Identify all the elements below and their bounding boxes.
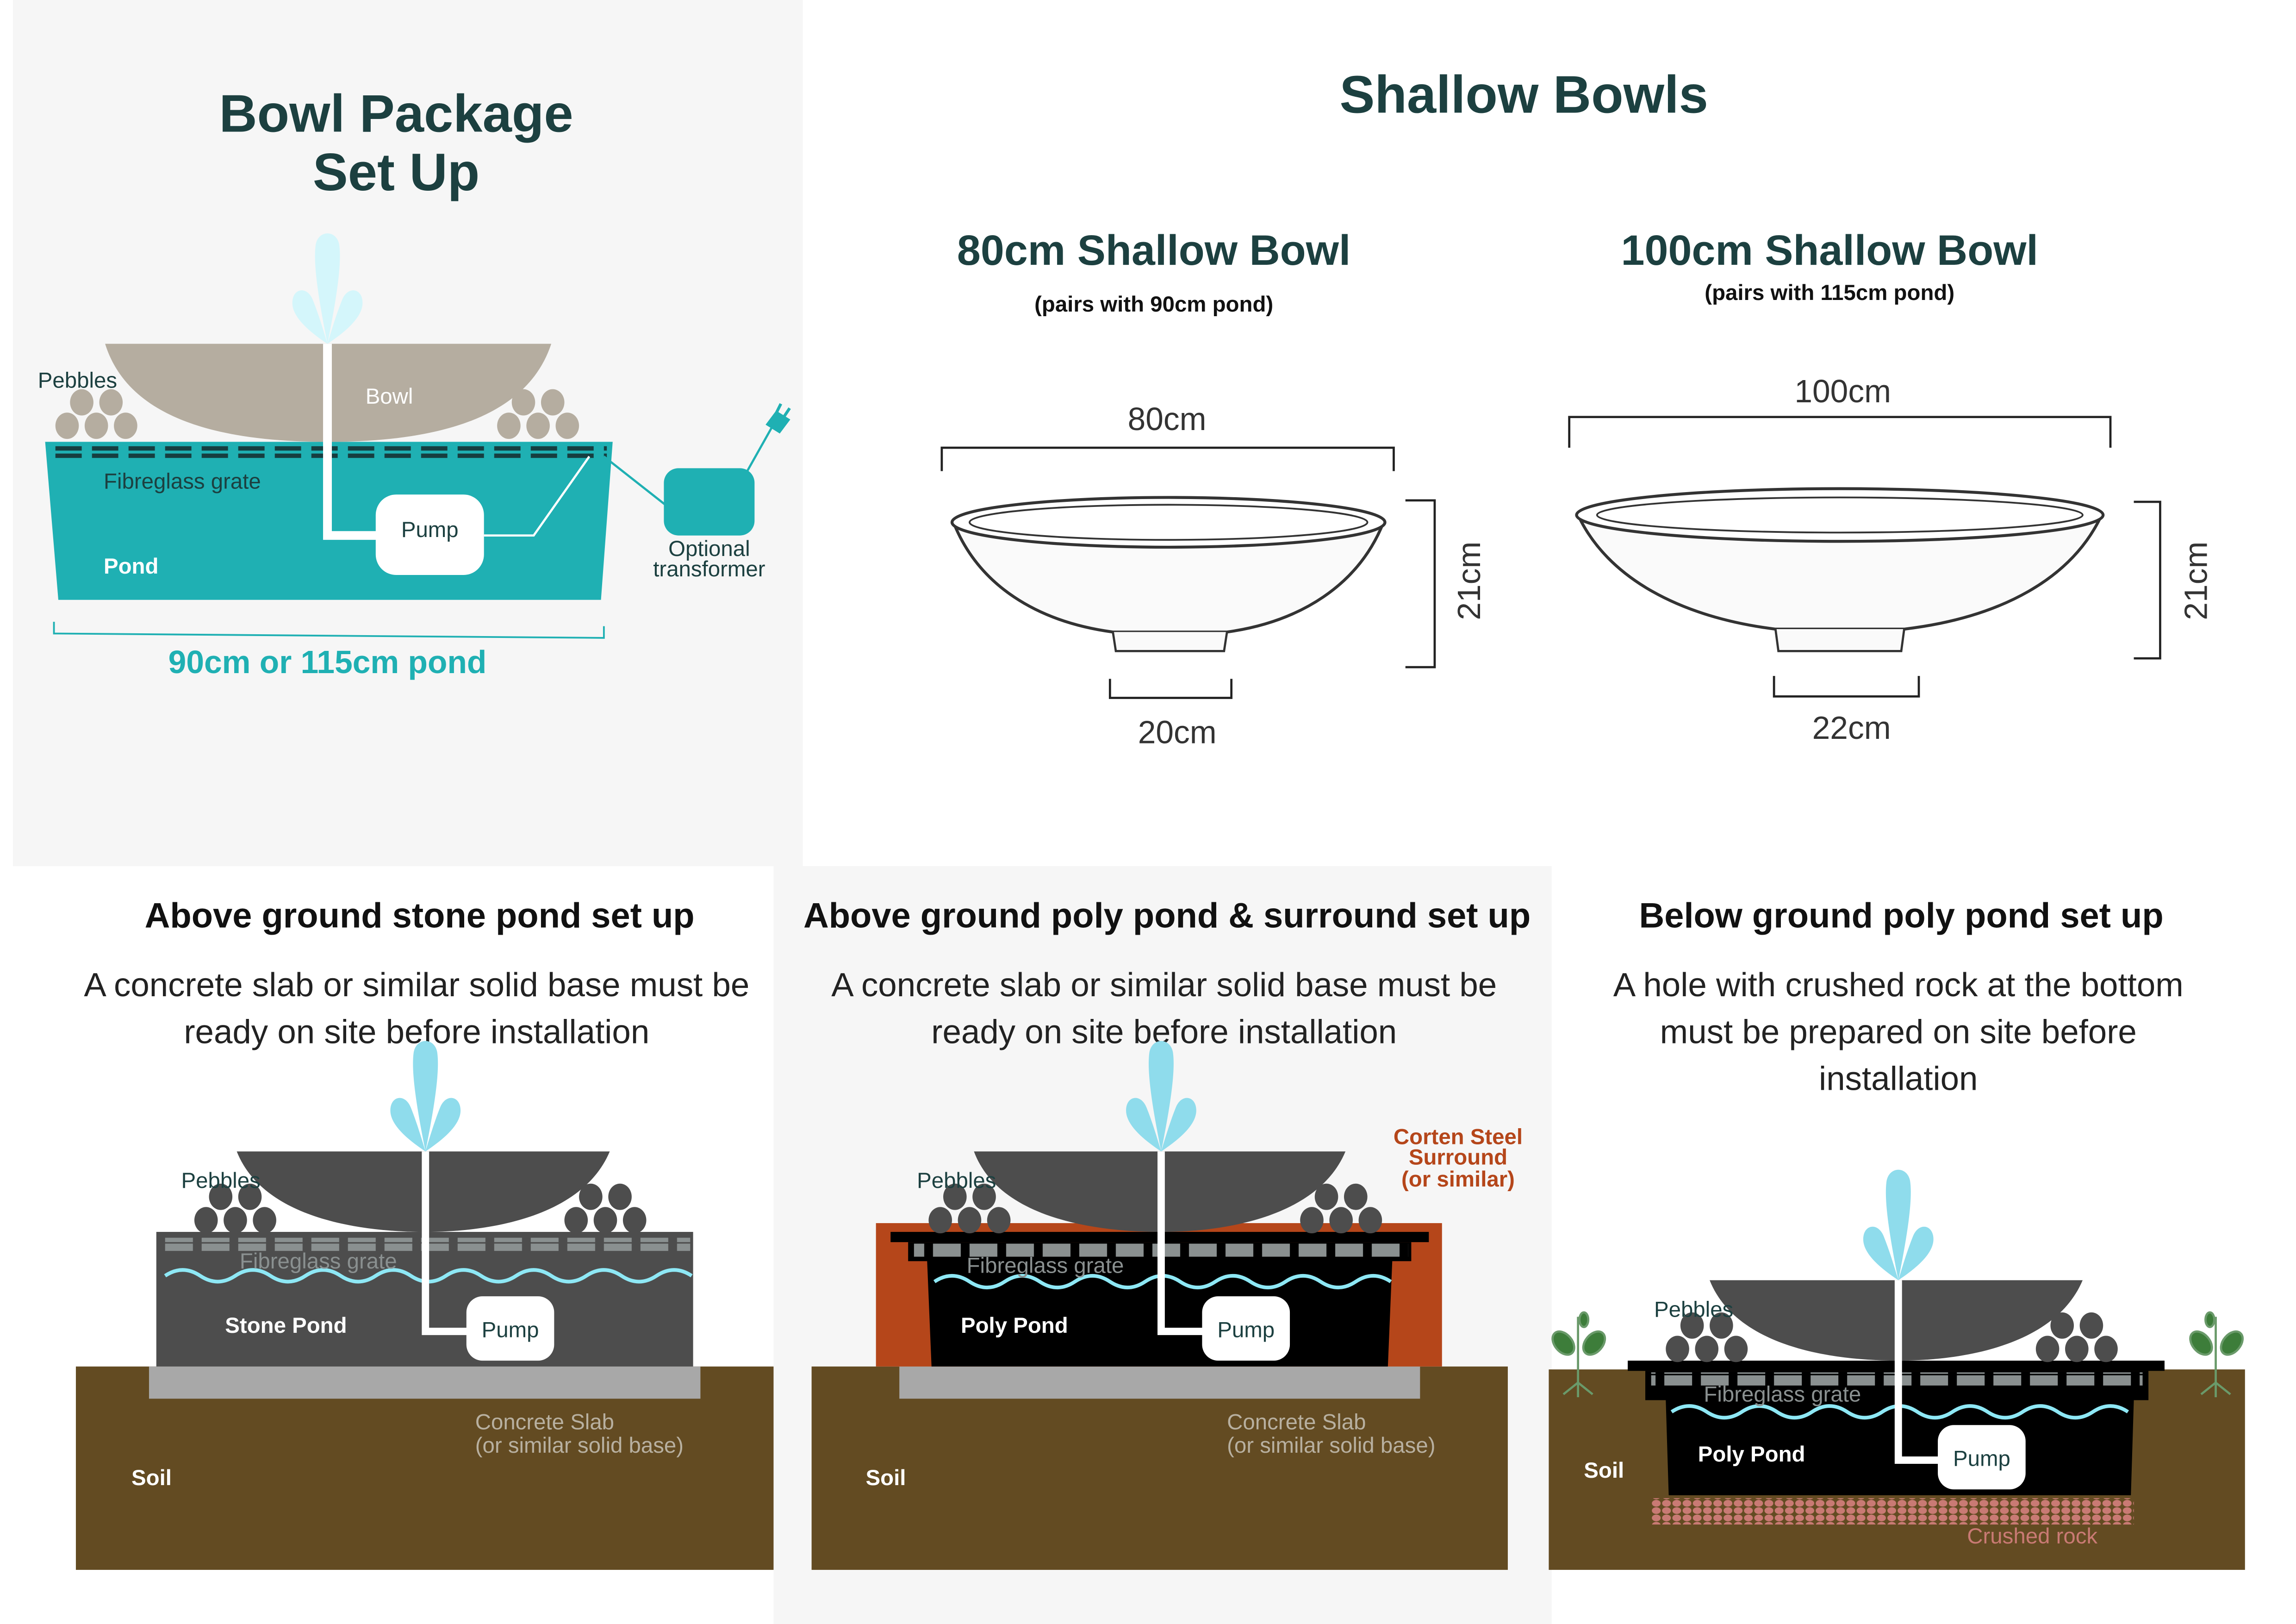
crushed-rock	[1651, 1498, 2134, 1525]
label-surround-2: Surround	[1409, 1145, 1507, 1170]
setup-title-line2: Set Up	[313, 143, 479, 202]
pump-box	[375, 494, 484, 575]
bowl100-base: 22cm	[1812, 710, 1891, 746]
label-grate: Fibreglass grate	[967, 1254, 1124, 1278]
stone-desc-2: ready on site before installation	[184, 1013, 649, 1050]
pipe	[422, 1151, 470, 1335]
transformer-box	[664, 468, 755, 536]
label-slab-2: (or similar solid base)	[475, 1433, 684, 1458]
label-pump: Pump	[1953, 1447, 2010, 1471]
soil	[811, 1366, 1508, 1570]
label-pebbles: Pebbles	[1654, 1297, 1733, 1322]
base-bracket	[1773, 676, 1920, 698]
label-transformer-1: Optional	[668, 537, 750, 561]
plant-icon	[1551, 1311, 1606, 1398]
width-bracket	[940, 446, 1395, 471]
plug-icon	[765, 403, 791, 434]
bowl80-base: 20cm	[1138, 714, 1217, 750]
pipe	[1157, 1151, 1205, 1335]
label-pond: Stone Pond	[225, 1313, 347, 1338]
bowl80-height: 21cm	[1451, 542, 1487, 620]
bowl-100: 100cm Shallow Bowl (pairs with 115cm pon…	[1568, 227, 2214, 746]
transformer-cable	[603, 424, 775, 506]
shallow-bowls: Shallow Bowls 80cm Shallow Bowl (pairs w…	[940, 65, 2214, 750]
below-desc-2: must be prepared on site before	[1660, 1013, 2137, 1050]
bowl100-note: (pairs with 115cm pond)	[1705, 281, 1954, 305]
pump-cable	[484, 456, 591, 537]
label-pump: Pump	[401, 518, 459, 542]
label-grate: Fibreglass grate	[1704, 1382, 1861, 1407]
label-grate: Fibreglass grate	[240, 1249, 397, 1274]
stone-pond-setup: Above ground stone pond set up A concret…	[75, 896, 774, 1570]
label-pump: Pump	[1217, 1318, 1275, 1343]
size-bracket	[53, 622, 605, 639]
pipe	[323, 344, 379, 540]
bowl80-title: 80cm Shallow Bowl	[957, 227, 1350, 274]
label-pebbles: Pebbles	[917, 1168, 996, 1193]
stone-desc-1: A concrete slab or similar solid base mu…	[84, 966, 749, 1004]
label-bowl: Bowl	[366, 384, 413, 409]
height-bracket	[1405, 499, 1436, 668]
bowl80-note: (pairs with 90cm pond)	[1034, 292, 1273, 317]
base-bracket	[1108, 679, 1233, 699]
label-pond: Pond	[104, 554, 158, 579]
pipe	[1894, 1280, 1941, 1464]
poly-heading: Above ground poly pond & surround set up	[803, 896, 1531, 936]
pump-box	[466, 1296, 554, 1361]
label-pebbles: Pebbles	[38, 368, 117, 393]
label-pebbles: Pebbles	[181, 1168, 261, 1193]
soil	[75, 1366, 774, 1570]
label-slab-2: (or similar solid base)	[1227, 1433, 1435, 1458]
bowl100-height: 21cm	[2178, 542, 2214, 620]
fountain-icon	[1863, 1169, 1934, 1280]
label-slab-1: Concrete Slab	[475, 1410, 614, 1435]
label-pond: Poly Pond	[1698, 1442, 1805, 1467]
label-slab-1: Concrete Slab	[1227, 1410, 1366, 1435]
bowl-package-setup: Bowl Package Set Up Pebbles Bowl Fibregl…	[38, 84, 791, 680]
label-soil: Soil	[1584, 1458, 1624, 1483]
label-pond-size: 90cm or 115cm pond	[168, 644, 487, 680]
below-ground-setup: Below ground poly pond set up A hole wit…	[1549, 896, 2245, 1570]
bowl100-title: 100cm Shallow Bowl	[1621, 227, 2038, 274]
label-surround-1: Corten Steel	[1394, 1124, 1523, 1149]
concrete-slab	[899, 1366, 1420, 1399]
label-pump: Pump	[482, 1318, 539, 1343]
width-bracket	[1568, 416, 2112, 448]
poly-desc-1: A concrete slab or similar solid base mu…	[831, 966, 1497, 1004]
below-heading: Below ground poly pond set up	[1639, 896, 2164, 936]
bowl80-width: 80cm	[1128, 401, 1207, 437]
below-desc-3: installation	[1819, 1060, 1978, 1097]
setup-title-line1: Bowl Package	[219, 84, 573, 143]
bowl-80: 80cm Shallow Bowl (pairs with 90cm pond)…	[940, 227, 1487, 750]
label-soil: Soil	[131, 1466, 172, 1490]
shallow-title: Shallow Bowls	[1339, 65, 1708, 124]
below-desc-1: A hole with crushed rock at the bottom	[1613, 966, 2184, 1004]
plant-icon	[2189, 1311, 2244, 1398]
bowl100-width: 100cm	[1794, 373, 1891, 409]
label-grate: Fibreglass grate	[104, 469, 261, 494]
poly-pond-surround-setup: Above ground poly pond & surround set up…	[803, 896, 1531, 1570]
pump-box	[1202, 1296, 1290, 1361]
pump-box	[1938, 1425, 2026, 1490]
label-surround-3: (or similar)	[1401, 1167, 1515, 1192]
label-transformer-2: transformer	[653, 557, 765, 581]
fountain-icon	[390, 1041, 461, 1152]
stone-heading: Above ground stone pond set up	[145, 896, 695, 936]
label-crushed-rock: Crushed rock	[1967, 1524, 2097, 1549]
label-pond: Poly Pond	[961, 1313, 1068, 1338]
label-soil: Soil	[866, 1466, 906, 1490]
concrete-slab	[149, 1366, 701, 1399]
height-bracket	[2134, 500, 2161, 660]
